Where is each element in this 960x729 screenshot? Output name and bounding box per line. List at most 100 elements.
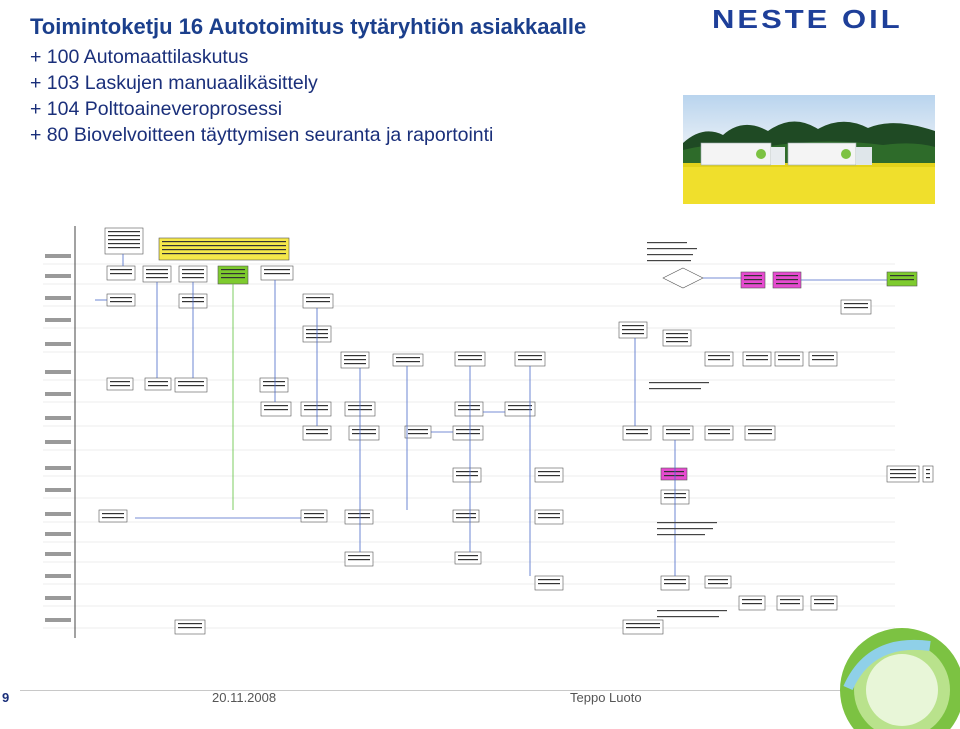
box-text-stub <box>264 269 290 271</box>
box-text-stub <box>221 277 245 279</box>
box-text-stub <box>666 429 690 431</box>
box-text-stub <box>456 429 480 431</box>
process-box <box>704 575 732 589</box>
process-box <box>104 227 144 255</box>
box-text-stub <box>178 385 204 387</box>
lane-label-stub <box>45 440 71 444</box>
bullet-item: + 100 Automaattilaskutus <box>30 46 249 68</box>
lane-label-stub <box>45 342 71 346</box>
box-text-stub <box>304 517 324 519</box>
box-text-stub <box>890 477 916 479</box>
box-text-stub <box>348 513 370 515</box>
box-text-stub <box>780 603 800 605</box>
box-text-stub <box>746 355 768 357</box>
box-text-stub <box>748 429 772 431</box>
box-text-stub <box>708 579 728 581</box>
box-text-stub <box>306 297 330 299</box>
box-text-stub <box>344 355 366 357</box>
box-text-stub <box>812 359 834 361</box>
box-text-stub <box>344 363 366 365</box>
box-text-stub <box>708 583 728 585</box>
box-text-stub <box>110 273 132 275</box>
box-text-stub <box>538 583 560 585</box>
box-text-stub <box>306 429 328 431</box>
box-text-stub <box>664 579 686 581</box>
process-box <box>106 377 134 391</box>
box-text-stub <box>890 275 914 277</box>
box-text-stub <box>626 429 648 431</box>
box-text-stub <box>162 249 286 251</box>
box-text-stub <box>146 273 168 275</box>
box-text-stub <box>708 355 730 357</box>
lane-label-stub <box>45 466 71 470</box>
lane-label-stub <box>45 532 71 536</box>
box-text-stub <box>538 517 560 519</box>
truck-shape <box>700 142 872 166</box>
box-text-stub <box>110 381 130 383</box>
box-text-stub <box>666 333 688 335</box>
box-text-stub <box>352 433 376 435</box>
box-text-stub <box>110 385 130 387</box>
box-text-stub <box>844 307 868 309</box>
box-text-stub <box>178 627 202 629</box>
box-text-stub <box>146 269 168 271</box>
bullet-item: + 103 Laskujen manuaalikäsittely <box>30 72 318 94</box>
box-text-stub <box>708 433 730 435</box>
box-text-stub <box>622 325 644 327</box>
box-text-stub <box>778 359 800 361</box>
box-text-stub <box>538 475 560 477</box>
box-text-stub <box>664 471 684 473</box>
box-text-stub <box>926 469 930 471</box>
box-text-stub <box>182 273 204 275</box>
box-text-stub <box>748 433 772 435</box>
process-box <box>452 509 480 523</box>
box-text-stub <box>666 341 688 343</box>
lane-label-stub <box>45 318 71 322</box>
lane-label-stub <box>45 370 71 374</box>
box-text-stub <box>518 355 542 357</box>
annotation-text-stub <box>657 534 705 536</box>
box-text-stub <box>108 235 140 237</box>
box-text-stub <box>108 231 140 233</box>
box-text-stub <box>666 337 688 339</box>
box-text-stub <box>508 405 532 407</box>
box-text-stub <box>458 359 482 361</box>
box-text-stub <box>778 355 800 357</box>
box-text-stub <box>264 273 290 275</box>
neste-swirl-graphic <box>830 628 960 729</box>
box-text-stub <box>746 359 768 361</box>
box-text-stub <box>182 277 204 279</box>
box-text-stub <box>744 275 762 277</box>
box-text-stub <box>304 409 328 411</box>
box-text-stub <box>408 433 428 435</box>
box-text-stub <box>458 559 478 561</box>
box-text-stub <box>456 513 476 515</box>
box-text-stub <box>178 381 204 383</box>
box-text-stub <box>664 583 686 585</box>
box-text-stub <box>776 283 798 285</box>
box-text-stub <box>622 329 644 331</box>
footer-author: Teppo Luoto <box>570 690 642 705</box>
box-text-stub <box>812 355 834 357</box>
process-box <box>144 377 172 391</box>
annotation-text-stub <box>657 528 713 530</box>
box-text-stub <box>263 381 285 383</box>
lane-label-stub <box>45 552 71 556</box>
annotation-text-stub <box>647 242 687 244</box>
process-box <box>106 293 136 307</box>
decision-diamond <box>662 267 704 289</box>
box-text-stub <box>622 333 644 335</box>
lane-label-stub <box>45 416 71 420</box>
annotation-text-stub <box>657 610 727 612</box>
process-box <box>392 353 424 367</box>
box-text-stub <box>348 555 370 557</box>
box-text-stub <box>348 517 370 519</box>
swirl-shape <box>840 628 960 729</box>
box-text-stub <box>744 283 762 285</box>
box-text-stub <box>146 277 168 279</box>
box-text-stub <box>344 359 366 361</box>
box-text-stub <box>742 603 762 605</box>
lane-label-stub <box>45 574 71 578</box>
box-text-stub <box>162 245 286 247</box>
box-text-stub <box>408 429 428 431</box>
